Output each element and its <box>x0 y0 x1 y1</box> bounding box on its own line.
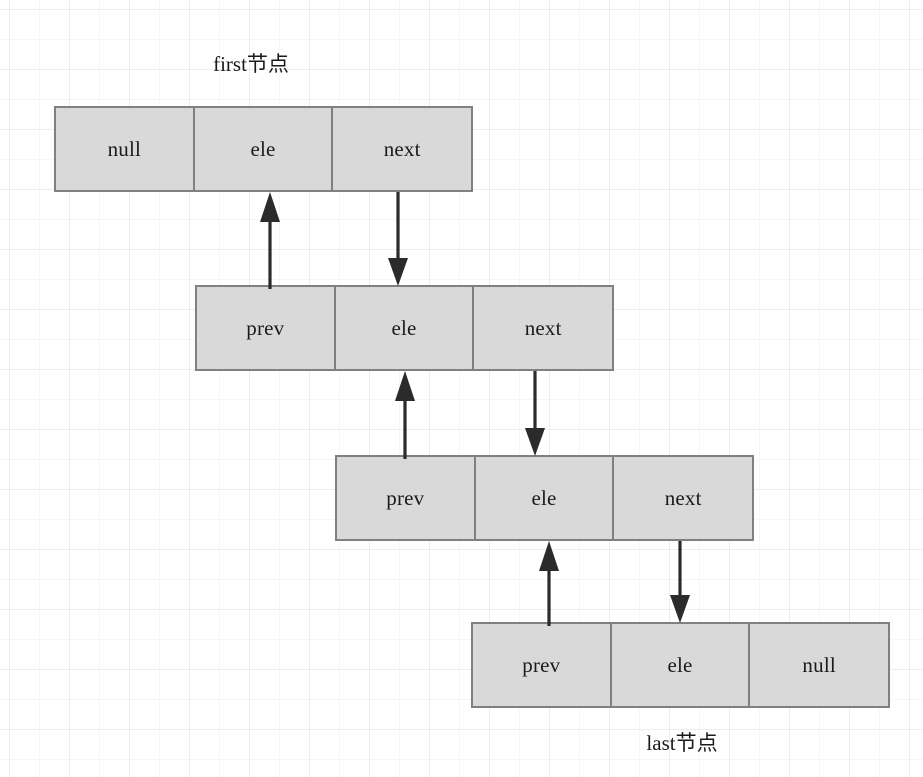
node-first-cell-ele: ele <box>194 108 334 190</box>
node-first-cell-prev: null <box>56 108 195 190</box>
node-third-cell-ele: ele <box>475 457 615 539</box>
node-third: prev ele next <box>335 455 754 541</box>
arrow-next-1-to-2 <box>388 192 408 286</box>
node-last: prev ele null <box>471 622 890 708</box>
node-first-cell-next: next <box>333 108 471 190</box>
arrow-next-3-to-4 <box>670 541 690 623</box>
node-first: null ele next <box>54 106 473 192</box>
arrow-prev-2-to-1 <box>260 192 280 289</box>
label-first-node: first节点 <box>213 52 289 76</box>
node-last-cell-ele: ele <box>611 624 751 706</box>
node-second-cell-next: next <box>474 287 612 369</box>
node-last-cell-prev: prev <box>473 624 612 706</box>
node-second-cell-prev: prev <box>197 287 336 369</box>
node-third-cell-next: next <box>614 457 752 539</box>
node-last-cell-next: null <box>750 624 888 706</box>
node-third-cell-prev: prev <box>337 457 476 539</box>
arrow-prev-3-to-2 <box>395 371 415 459</box>
arrow-prev-4-to-3 <box>539 541 559 626</box>
arrow-next-2-to-3 <box>525 371 545 456</box>
node-second-cell-ele: ele <box>335 287 475 369</box>
label-last-node: last节点 <box>646 731 718 755</box>
node-second: prev ele next <box>195 285 614 371</box>
